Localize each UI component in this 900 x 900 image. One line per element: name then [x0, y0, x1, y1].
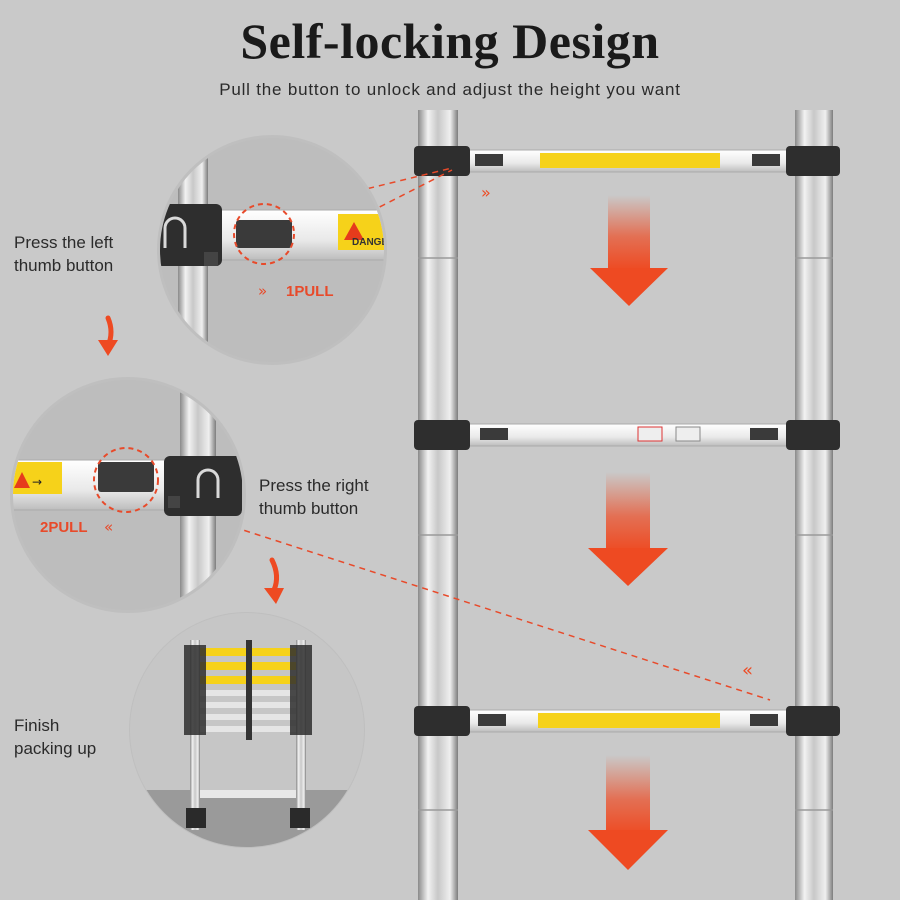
curved-arrow-2 [264, 557, 284, 604]
chevron-left-icon: « [742, 660, 753, 681]
chevron-right-icon: » [481, 183, 491, 202]
page-title: Self-locking Design [240, 13, 660, 69]
rung-top [414, 146, 840, 176]
svg-text:→: → [32, 475, 42, 489]
step-3-caption: Finish packing up [14, 716, 97, 758]
zoom-left-button: DANGER » 1PULL [157, 135, 396, 365]
rung-middle [414, 420, 840, 450]
rung-bottom [414, 706, 840, 736]
pull-label-1: 1PULL [286, 283, 334, 300]
down-arrow-1 [590, 195, 668, 306]
main-ladder [414, 110, 840, 900]
down-arrow-3 [588, 755, 668, 870]
zoom-right-button: → 2PULL « [10, 377, 246, 613]
chevron-right-icon: » [258, 282, 267, 300]
pull-label-2: 2PULL [40, 519, 88, 536]
curved-arrow-1 [98, 315, 118, 356]
step-2-caption: Press the right thumb button [259, 476, 369, 518]
danger-label: DANGER [352, 237, 396, 248]
folded-ladder-view [129, 612, 365, 848]
chevron-left-icon: « [104, 518, 113, 536]
down-arrow-2 [588, 472, 668, 586]
page-subtitle: Pull the button to unlock and adjust the… [219, 80, 681, 99]
step-1-caption: Press the left thumb button [14, 233, 114, 275]
